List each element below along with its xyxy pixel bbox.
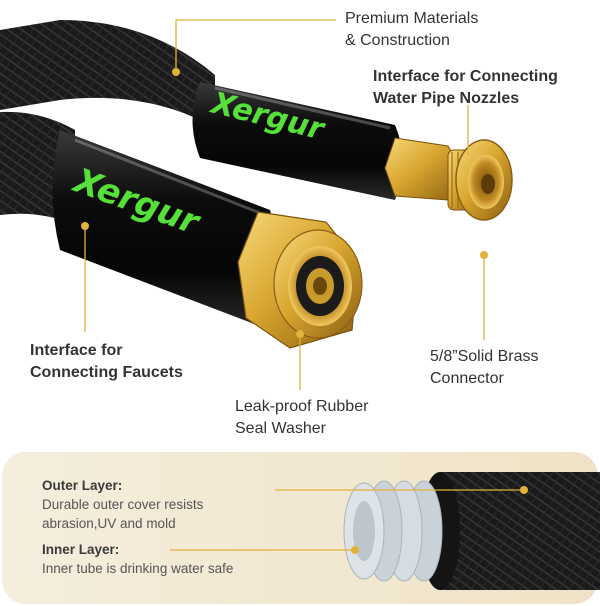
inner-layer-block: Inner Layer: Inner tube is drinking wate… bbox=[42, 540, 233, 578]
hose-cutaway bbox=[343, 472, 600, 590]
inner-layer-line1: Inner tube is drinking water safe bbox=[42, 561, 234, 576]
callout-washer: Leak-proof Rubber Seal Washer bbox=[235, 396, 368, 440]
outer-layer-title: Outer Layer: bbox=[42, 478, 123, 493]
outer-layer-line1: Durable outer cover resists bbox=[42, 497, 204, 512]
outer-layer-block: Outer Layer: Durable outer cover resists… bbox=[42, 476, 203, 533]
callout-washer-line1: Leak-proof Rubber bbox=[235, 398, 369, 415]
callout-faucet-line2: Connecting Faucets bbox=[30, 364, 183, 381]
callout-faucet-line1: Interface for bbox=[30, 342, 123, 359]
callout-washer-line2: Seal Washer bbox=[235, 420, 326, 437]
callout-lines bbox=[84, 19, 524, 551]
callout-nozzle-line2: Water Pipe Nozzles bbox=[373, 90, 520, 107]
callout-premium: Premium Materials & Construction bbox=[345, 8, 478, 52]
lower-brass-connector bbox=[237, 211, 363, 349]
callout-nozzle-line1: Interface for Connecting bbox=[373, 68, 558, 85]
callout-premium-line1: Premium Materials bbox=[345, 10, 479, 27]
callout-brass-line2: Connector bbox=[430, 370, 504, 387]
upper-brass-connector bbox=[384, 137, 513, 221]
callout-brass-line1: 5/8”Solid Brass bbox=[430, 348, 539, 365]
callout-nozzle: Interface for Connecting Water Pipe Nozz… bbox=[373, 66, 558, 110]
upper-hose bbox=[0, 20, 403, 200]
callout-faucet: Interface for Connecting Faucets bbox=[30, 340, 183, 384]
outer-layer-line2: abrasion,UV and mold bbox=[42, 516, 176, 531]
lower-hose bbox=[0, 111, 278, 330]
callout-premium-line2: & Construction bbox=[345, 32, 450, 49]
callout-brass: 5/8”Solid Brass Connector bbox=[430, 346, 539, 390]
callout-dots bbox=[81, 68, 528, 554]
inner-layer-title: Inner Layer: bbox=[42, 542, 120, 557]
